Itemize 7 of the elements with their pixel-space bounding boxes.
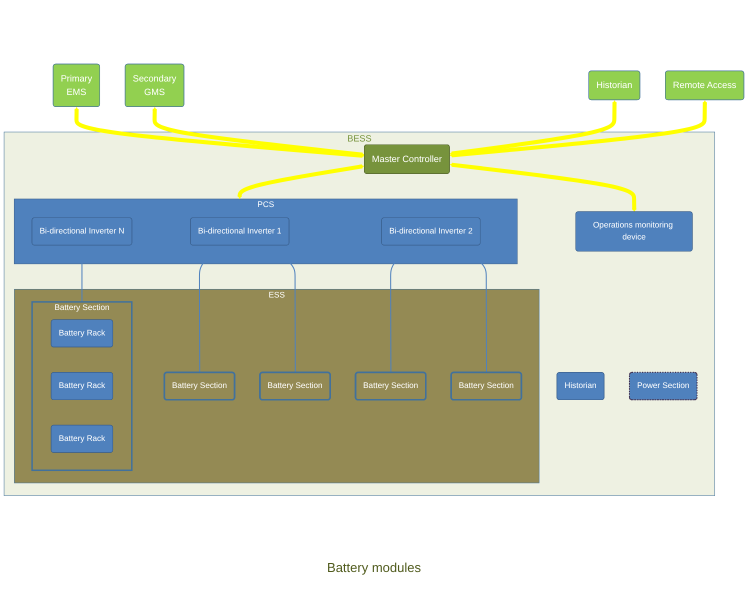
arrow: [450, 100, 708, 158]
arrow: [152, 107, 365, 157]
note-text: Battery modules: [327, 560, 421, 575]
arrow: [450, 162, 636, 212]
arrow: [74, 107, 365, 158]
arrow: [237, 164, 364, 200]
arrow: [450, 100, 617, 156]
